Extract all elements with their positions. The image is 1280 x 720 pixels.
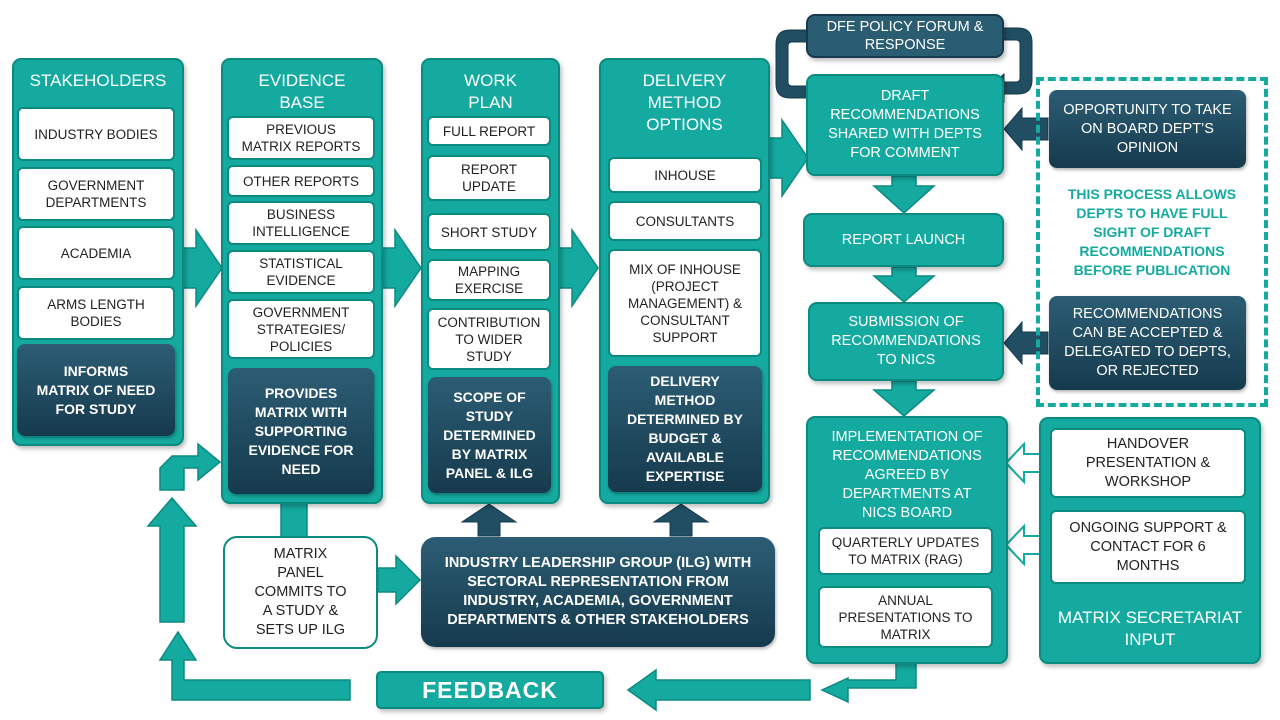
workplan-title: WORK PLAN	[464, 71, 517, 112]
evidence-government-strategies: GOVERNMENT STRATEGIES/ POLICIES	[227, 299, 375, 359]
stakeholder-government-departments: GOVERNMENT DEPARTMENTS	[17, 167, 175, 221]
evidence-previous-reports: PREVIOUS MATRIX REPORTS	[227, 116, 375, 160]
matrix-panel-box: MATRIX PANEL COMMITS TO A STUDY & SETS U…	[223, 536, 378, 649]
delivery-consultants: CONSULTANTS	[608, 201, 762, 241]
arrow-delivery-draft	[765, 117, 809, 199]
arrow-evidence-workplan	[378, 227, 422, 309]
process-note: THIS PROCESS ALLOWS DEPTS TO HAVE FULL S…	[1067, 186, 1237, 278]
arrow-launch-submission	[871, 266, 937, 303]
delivery-summary: DELIVERY METHOD DETERMINED BY BUDGET & A…	[608, 366, 762, 492]
feedback-box: FEEDBACK	[376, 671, 604, 709]
workplan-short-study: SHORT STUDY	[427, 213, 551, 251]
arrow-implementation-feedback	[820, 659, 917, 704]
arrow-feedback-left	[158, 630, 351, 701]
arrow-loop-to-evidence	[159, 442, 222, 491]
arrow-ilg-delivery	[652, 503, 710, 537]
arrow-feedback-segment	[626, 668, 811, 712]
annual-presentations: ANNUAL PRESENTATIONS TO MATRIX	[818, 586, 993, 648]
stakeholders-title: STAKEHOLDERS	[29, 71, 167, 90]
arrow-workplan-delivery	[555, 227, 599, 309]
ilg-box: INDUSTRY LEADERSHIP GROUP (ILG) WITH SEC…	[421, 537, 775, 647]
quarterly-updates: QUARTERLY UPDATES TO MATRIX (RAG)	[818, 527, 993, 575]
workplan-report-update: REPORT UPDATE	[427, 155, 551, 201]
implementation-title: IMPLEMENTATION OF RECOMMENDATIONS AGREED…	[831, 429, 983, 521]
arrow-panel-ilg	[377, 554, 422, 606]
stakeholder-academia: ACADEMIA	[17, 226, 175, 280]
stakeholder-industry-bodies: INDUSTRY BODIES	[17, 107, 175, 161]
evidence-statistical: STATISTICAL EVIDENCE	[227, 250, 375, 294]
workplan-mapping-exercise: MAPPING EXERCISE	[427, 259, 551, 301]
stakeholder-arms-length-bodies: ARMS LENGTH BODIES	[17, 286, 175, 340]
dfe-policy-forum: DFE POLICY FORUM & RESPONSE	[806, 14, 1004, 58]
opportunity-box: OPPORTUNITY TO TAKE ON BOARD DEPT’S OPIN…	[1049, 90, 1246, 168]
workplan-summary: SCOPE OF STUDY DETERMINED BY MATRIX PANE…	[428, 377, 551, 493]
delivery-title: DELIVERY METHOD OPTIONS	[642, 71, 727, 134]
stakeholders-summary: INFORMS MATRIX OF NEED FOR STUDY	[17, 344, 175, 436]
dept-sight-region	[1036, 77, 1268, 407]
secretariat-ongoing-support: ONGOING SUPPORT & CONTACT FOR 6 MONTHS	[1050, 510, 1246, 584]
secretariat-handover: HANDOVER PRESENTATION & WORKSHOP	[1050, 428, 1246, 498]
arrow-draft-launch	[872, 175, 936, 215]
submission-recommendations: SUBMISSION OF RECOMMENDATIONS TO NICS	[808, 302, 1004, 381]
workplan-full-report: FULL REPORT	[427, 116, 551, 146]
evidence-title: EVIDENCE BASE	[258, 71, 346, 112]
evidence-business-intelligence: BUSINESS INTELLIGENCE	[227, 201, 375, 245]
arrow-submission-implementation	[871, 380, 937, 417]
delivery-inhouse: INHOUSE	[608, 157, 762, 193]
evidence-other-reports: OTHER REPORTS	[227, 165, 375, 197]
connector-evidence-panel	[280, 499, 308, 541]
draft-recommendations: DRAFT RECOMMENDATIONS SHARED WITH DEPTS …	[806, 74, 1004, 176]
arrow-stakeholders-evidence	[179, 227, 223, 309]
arrow-ilg-workplan	[460, 503, 518, 537]
report-launch: REPORT LAUNCH	[803, 213, 1004, 267]
workplan-contribution: CONTRIBUTION TO WIDER STUDY	[427, 308, 551, 370]
secretariat-title: MATRIX SECRETARIAT INPUT	[1057, 608, 1243, 649]
evidence-summary: PROVIDES MATRIX WITH SUPPORTING EVIDENCE…	[228, 368, 374, 494]
delivery-mix: MIX OF INHOUSE (PROJECT MANAGEMENT) & CO…	[608, 249, 762, 357]
accepted-box: RECOMMENDATIONS CAN BE ACCEPTED & DELEGA…	[1049, 296, 1246, 390]
arrow-loop-up	[146, 496, 198, 623]
